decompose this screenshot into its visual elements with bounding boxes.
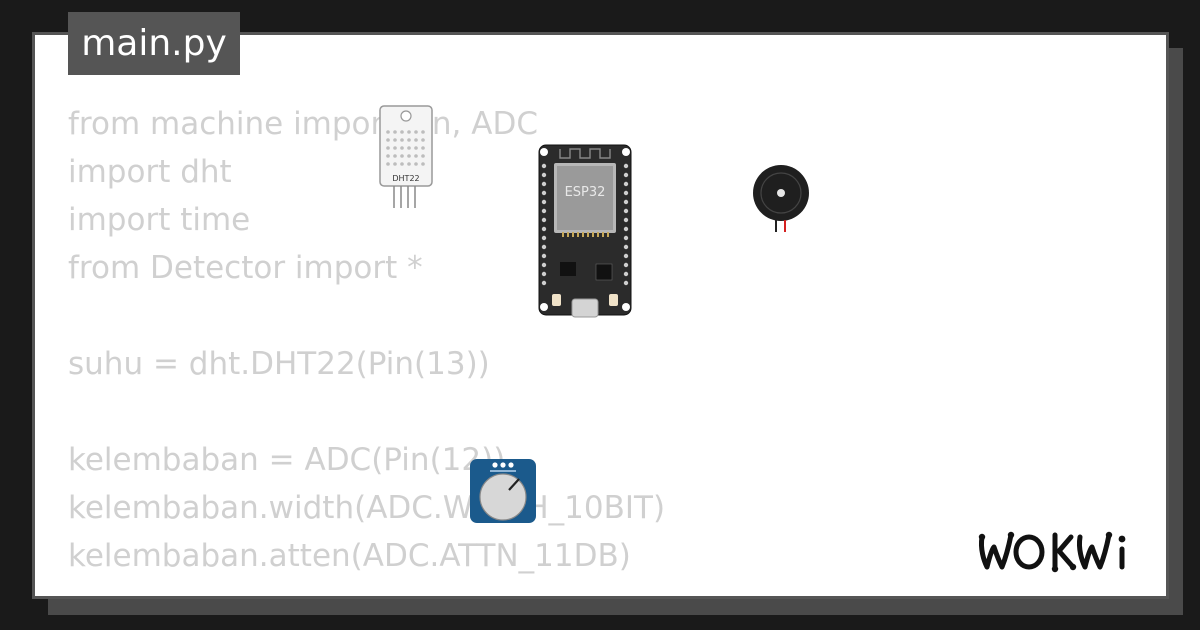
file-tab[interactable]: main.py xyxy=(68,12,240,75)
code-line: kelembaban.width(ADC.WIDTH_10BIT) xyxy=(68,490,666,526)
esp32-label: ESP32 xyxy=(565,185,606,200)
code-line: from machine import Pin, ADC xyxy=(68,106,538,142)
wokwi-logo xyxy=(978,531,1126,573)
potentiometer[interactable] xyxy=(469,458,537,524)
code-line: kelembaban = ADC(Pin(12)) xyxy=(68,442,506,478)
code-line xyxy=(68,388,665,436)
esp32-board[interactable]: ESP32 xyxy=(538,144,632,318)
code-line: import time xyxy=(68,202,251,238)
code-listing: from machine import Pin, ADC import dht … xyxy=(68,100,665,580)
dht22-sensor[interactable]: DHT22 xyxy=(378,104,436,212)
code-line: from Detector import * xyxy=(68,250,423,286)
code-line: kelembaban.atten(ADC.ATTN_11DB) xyxy=(68,538,631,574)
dht22-label: DHT22 xyxy=(392,174,419,183)
buzzer[interactable] xyxy=(752,162,812,234)
code-line: suhu = dht.DHT22(Pin(13)) xyxy=(68,346,490,382)
code-line: import dht xyxy=(68,154,232,190)
